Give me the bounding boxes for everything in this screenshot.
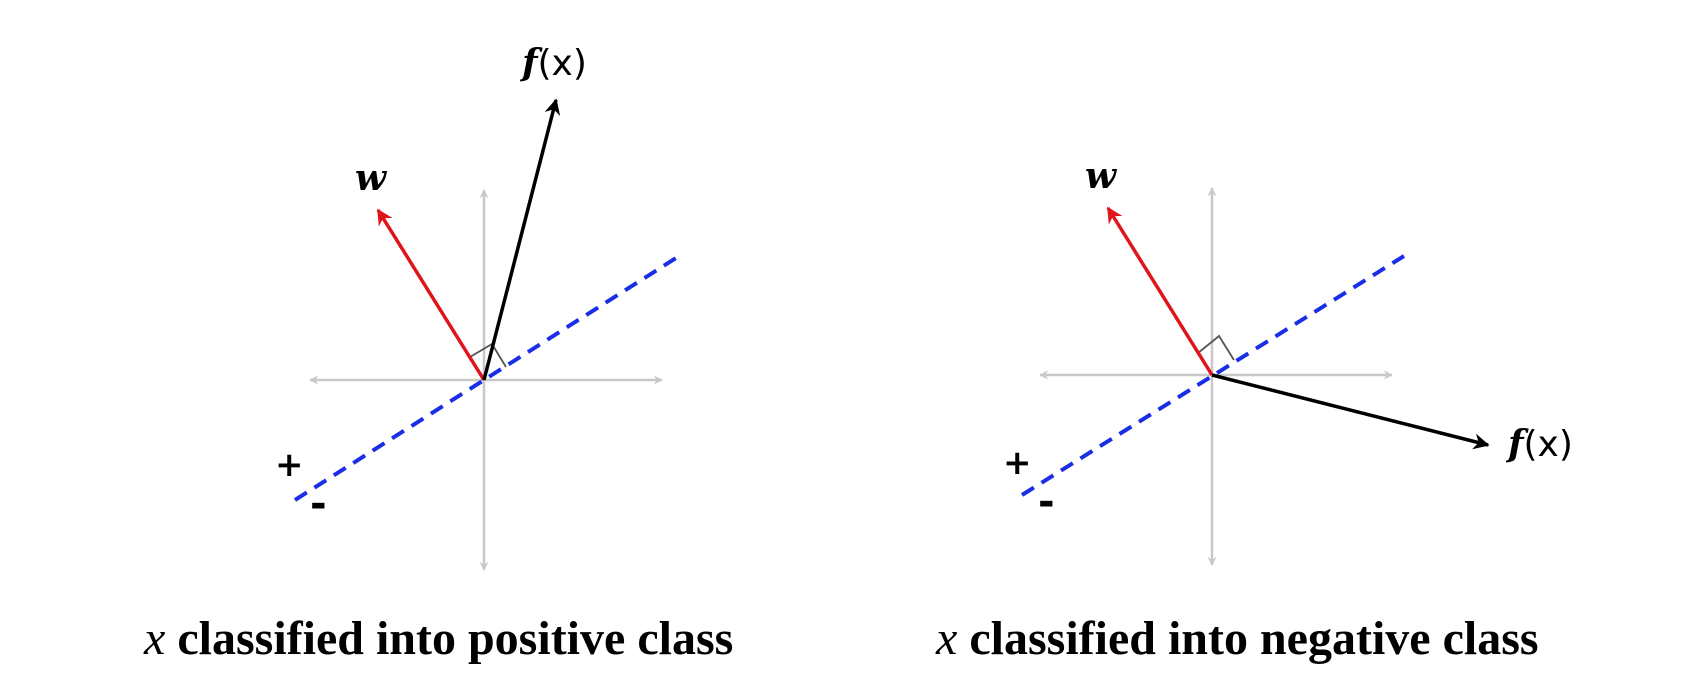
w-label: w (1085, 155, 1118, 197)
fx-argument: (x) (1524, 424, 1573, 465)
minus-sign: - (1038, 479, 1055, 525)
fx-vector (482, 98, 561, 381)
minus-sign: - (310, 481, 327, 527)
panel-positive: w f(x) + - x classified into positive cl… (143, 42, 733, 665)
caption-text: classified into negative class (957, 612, 1538, 665)
plus-sign: + (275, 445, 304, 485)
caption-variable: x (935, 612, 957, 665)
fx-label: f(x) (1505, 423, 1573, 465)
decision-boundary (1020, 254, 1406, 497)
panel-negative: w f(x) + - x classified into negative cl… (935, 155, 1573, 665)
caption-variable: x (143, 612, 165, 665)
caption-positive: x classified into positive class (143, 612, 733, 665)
w-vector (1106, 206, 1214, 376)
fx-argument: (x) (538, 43, 587, 84)
caption-negative: x classified into negative class (935, 612, 1539, 665)
right-angle-marker (1197, 334, 1235, 361)
w-vector (376, 208, 486, 381)
fx-vector (1211, 373, 1490, 450)
w-label: w (355, 157, 388, 199)
fx-label: f(x) (519, 42, 587, 84)
plus-sign: + (1003, 443, 1032, 483)
decision-boundary (293, 256, 678, 502)
caption-text: classified into positive class (165, 612, 733, 665)
